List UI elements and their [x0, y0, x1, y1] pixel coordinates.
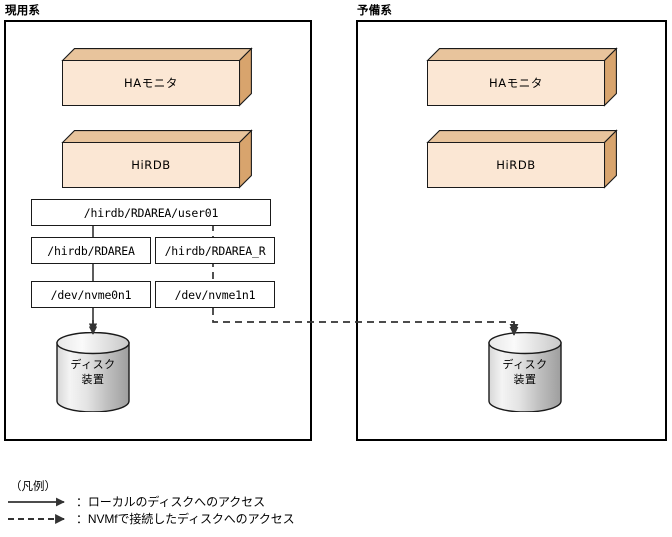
standby-hirdb-box-front: HiRDB	[427, 142, 605, 188]
device-local-box: /dev/nvme0n1	[31, 281, 151, 308]
active-system-label: 現用系	[5, 5, 41, 17]
ha-monitor-label: HAモニタ	[123, 76, 178, 90]
legend-nvmf-label: NVMfで接続したディスクへのアクセス	[87, 512, 295, 526]
active-ha-monitor-box: HAモニタ	[61, 47, 253, 107]
device-remote-box: /dev/nvme1n1	[155, 281, 275, 308]
standby-disk-cylinder-icon	[488, 332, 562, 412]
hirdb-box-front: HiRDB	[62, 142, 240, 188]
active-hirdb-box: HiRDB	[61, 129, 253, 189]
legend-item-local: ：ローカルのディスクへのアクセス	[76, 495, 265, 509]
active-disk-cylinder-icon	[56, 332, 130, 412]
standby-hirdb-box: HiRDB	[426, 129, 618, 189]
standby-hirdb-label: HiRDB	[496, 158, 536, 172]
standby-ha-monitor-box-3d-faces	[426, 47, 618, 107]
mount-local-box: /hirdb/RDAREA	[31, 237, 151, 264]
hirdb-box-3d-faces	[61, 129, 253, 189]
standby-ha-monitor-box-front: HAモニタ	[427, 60, 605, 106]
rdarea-path-label: /hirdb/RDAREA/user01	[83, 205, 219, 220]
mount-remote-box: /hirdb/RDAREA_R	[155, 237, 275, 264]
ha-monitor-box-3d-faces	[61, 47, 253, 107]
standby-hirdb-box-3d-faces	[426, 129, 618, 189]
standby-ha-monitor-label: HAモニタ	[488, 76, 543, 90]
legend-local-separator: ：	[76, 495, 88, 509]
legend-local-label: ローカルのディスクへのアクセス	[87, 495, 265, 509]
mount-remote-label: /hirdb/RDAREA_R	[164, 243, 266, 258]
ha-monitor-box-front: HAモニタ	[62, 60, 240, 106]
standby-system-label: 予備系	[357, 5, 393, 17]
legend-item-nvmf: ：NVMfで接続したディスクへのアクセス	[76, 512, 295, 526]
legend-nvmf-separator: ：	[76, 512, 88, 526]
mount-local-label: /hirdb/RDAREA	[47, 243, 135, 258]
device-local-label: /dev/nvme0n1	[50, 287, 132, 302]
rdarea-path-box: /hirdb/RDAREA/user01	[31, 199, 271, 226]
legend-title: （凡例）	[10, 481, 56, 493]
device-remote-label: /dev/nvme1n1	[174, 287, 256, 302]
hirdb-label: HiRDB	[131, 158, 171, 172]
standby-ha-monitor-box: HAモニタ	[426, 47, 618, 107]
